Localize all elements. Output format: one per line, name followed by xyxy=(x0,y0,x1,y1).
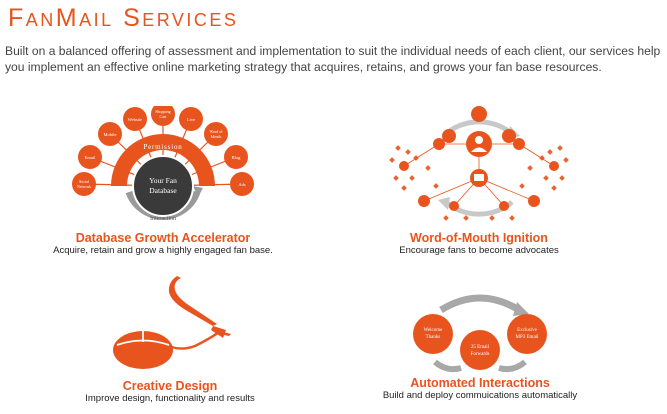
svg-text:Word of: Word of xyxy=(209,129,223,134)
channel-social-network: Social Network xyxy=(72,172,96,196)
feature-title: Creative Design xyxy=(122,379,218,393)
database-growth-diagram: Your Fan Database Permission Interaction… xyxy=(72,106,254,222)
node-welcome-thanks: Welcome Thanks xyxy=(413,314,453,354)
svg-text:25 Email: 25 Email xyxy=(471,345,490,350)
node-exclusive-mp3-email: Exclusive MP3 Email xyxy=(507,314,547,354)
automated-interactions-graphic: Welcome Thanks 25 Email Forwards Exclusi… xyxy=(413,294,547,373)
center-label-line1: Your Fan xyxy=(149,176,177,185)
svg-text:Email: Email xyxy=(85,155,96,160)
channel-ads: Ads xyxy=(230,172,254,196)
intro-paragraph: Built on a balanced offering of assessme… xyxy=(5,44,661,74)
arc-permission-label: Permission xyxy=(143,143,182,151)
feature-title: Database Growth Accelerator xyxy=(75,231,251,245)
svg-text:Forwards: Forwards xyxy=(471,352,490,357)
word-of-mouth-network-graphic xyxy=(389,106,569,221)
svg-text:Live: Live xyxy=(187,117,195,122)
channel-word-of-mouth: Word of Mouth xyxy=(204,122,228,146)
mouse-and-brush-graphic xyxy=(113,276,231,369)
feature-title: Word-of-Mouth Ignition xyxy=(410,231,548,245)
arc-interaction-label: Interaction xyxy=(150,216,176,222)
channel-website: Website xyxy=(123,107,147,131)
svg-text:Cart: Cart xyxy=(160,114,168,119)
svg-text:Mobile: Mobile xyxy=(104,132,117,137)
channel-email: Email xyxy=(78,145,102,169)
feature-database-growth: Your Fan Database Permission Interaction… xyxy=(40,106,286,257)
svg-text:Network: Network xyxy=(77,184,91,189)
channel-live: Live xyxy=(179,107,203,131)
channel-shopping-cart: Shopping Cart xyxy=(151,106,175,126)
feature-description: Improve design, functionality and result… xyxy=(85,393,255,404)
svg-text:Website: Website xyxy=(128,117,142,122)
svg-text:Mouth: Mouth xyxy=(211,134,222,139)
svg-text:Ads: Ads xyxy=(238,182,245,187)
node-email-forwards: 25 Email Forwards xyxy=(460,330,500,370)
svg-text:Welcome: Welcome xyxy=(424,328,444,333)
svg-text:Shopping: Shopping xyxy=(155,109,170,114)
feature-description: Build and deploy commuications automatic… xyxy=(382,390,578,401)
channel-mobile: Mobile xyxy=(98,122,122,146)
feature-title: Automated Interactions xyxy=(410,376,550,390)
svg-text:Social: Social xyxy=(79,179,90,184)
svg-text:MP3 Email: MP3 Email xyxy=(516,335,540,340)
center-label-line2: Database xyxy=(149,186,177,195)
svg-text:Exclusive: Exclusive xyxy=(517,328,537,333)
svg-text:Blog: Blog xyxy=(232,155,242,160)
channel-blog: Blog xyxy=(224,145,248,169)
svg-text:Thanks: Thanks xyxy=(426,335,441,340)
feature-description: Encourage fans to become advocates xyxy=(399,245,559,256)
feature-automated-interactions: Welcome Thanks 25 Email Forwards Exclusi… xyxy=(370,288,590,402)
feature-word-of-mouth: Word-of-Mouth Ignition Encourage fans to… xyxy=(366,106,592,257)
page-title: FanMail Services xyxy=(8,4,239,32)
feature-creative-design: Creative Design Improve design, function… xyxy=(60,272,280,405)
feature-description: Acquire, retain and grow a highly engage… xyxy=(53,245,273,256)
